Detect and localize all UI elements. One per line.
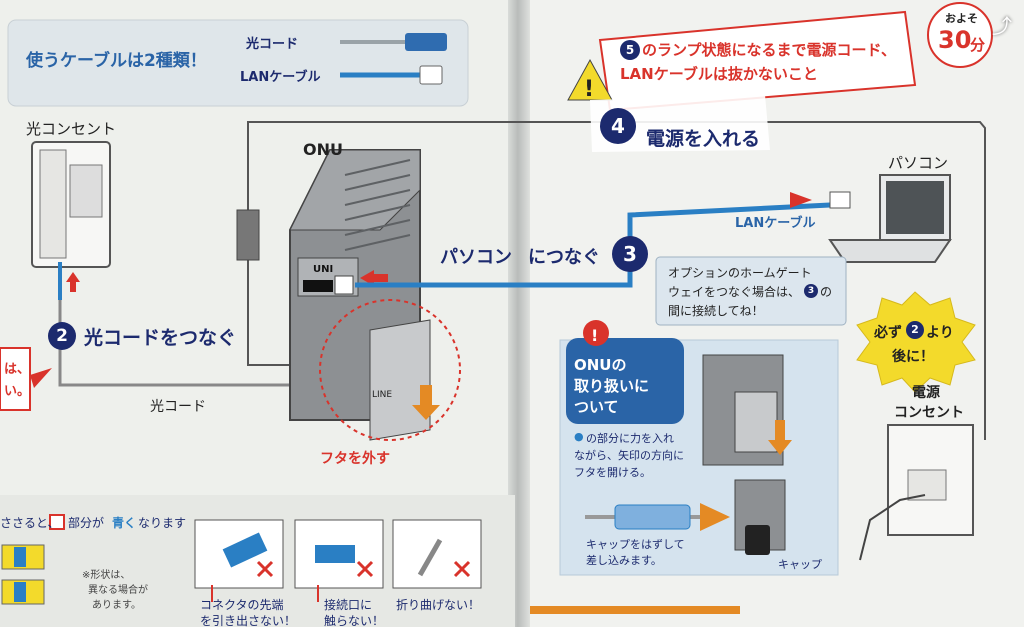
bottom-note-mid: 部分が bbox=[68, 516, 105, 530]
onu-handling-body-1: の部分に力を入れ bbox=[586, 432, 674, 445]
step3-number: 3 bbox=[612, 236, 648, 272]
shape-note-3: あります。 bbox=[92, 600, 141, 611]
left-note-line1: は、 bbox=[4, 362, 31, 377]
power-outlet-line2: コンセント bbox=[894, 405, 964, 421]
gateway-note-mid: の bbox=[820, 285, 833, 299]
svg-text:!: ! bbox=[591, 326, 598, 345]
step4-number: 4 bbox=[600, 108, 636, 144]
tip1-line2: を引き出さない！ bbox=[200, 614, 297, 627]
share-icon[interactable]: ⤴ bbox=[992, 14, 1012, 38]
onu-handling-title-2: 取り扱いに bbox=[574, 377, 650, 395]
tip1-line1: コネクタの先端 bbox=[200, 598, 284, 612]
step3-connect-pc: パソコン bbox=[440, 247, 512, 268]
onu-handling-title-1: ONUの bbox=[574, 356, 627, 374]
book-gutter bbox=[508, 0, 530, 627]
lan-label: LANケーブル bbox=[240, 70, 321, 85]
onu-label: ONU bbox=[303, 140, 343, 159]
starburst-line2: 後に！ bbox=[892, 349, 934, 365]
step3-connect-suffix: につなぐ bbox=[528, 247, 600, 268]
fiber-label: 光コード bbox=[246, 37, 299, 52]
time-badge-unit: 分 bbox=[970, 36, 986, 54]
onu-handling-body-2: ながら、矢印の方向に bbox=[574, 449, 684, 462]
power-outlet-line1: 電源 bbox=[912, 385, 940, 401]
starburst-line1: 必ず bbox=[874, 325, 902, 341]
line-label: LINE bbox=[372, 390, 393, 400]
outlet-label: 光コンセント bbox=[26, 120, 117, 138]
starburst-line1-suffix: より bbox=[926, 325, 954, 341]
cap-note-2: 差し込みます。 bbox=[586, 554, 662, 567]
gateway-note-line3: 間に接続してね！ bbox=[668, 304, 764, 318]
onu-handling-title-3: ついて bbox=[574, 398, 619, 416]
step2-number: 2 bbox=[48, 322, 76, 350]
shape-note-2: 異なる場合が bbox=[88, 585, 148, 596]
time-badge-value: 30 bbox=[938, 26, 972, 54]
warning-line1: のランプ状態になるまで電源コード、 bbox=[642, 41, 896, 59]
bottom-note-end: なります bbox=[138, 516, 187, 530]
step4-title: 電源を入れる bbox=[646, 128, 761, 150]
cap-note-1: キャップをはずして bbox=[586, 538, 685, 551]
gateway-note-number: 3 bbox=[804, 284, 818, 298]
tip2-line2: 触らない！ bbox=[324, 614, 385, 627]
left-note-line2: い。 bbox=[4, 384, 31, 399]
bottom-note-start: ささると、 bbox=[0, 516, 60, 530]
gateway-note-line1: オプションのホームゲート bbox=[668, 266, 812, 280]
bottom-note-blue: 青く bbox=[112, 516, 137, 530]
time-badge-prefix: およそ bbox=[945, 12, 978, 25]
fiber-caption: 光コード bbox=[150, 399, 206, 415]
tip2-line1: 接続口に bbox=[324, 598, 373, 612]
shape-note-1: ※形状は、 bbox=[82, 570, 131, 581]
remove-cover-label: フタを外す bbox=[320, 451, 390, 467]
gateway-note-line2: ウェイをつなぐ場合は、 bbox=[668, 285, 801, 299]
starburst-number: 2 bbox=[906, 321, 924, 339]
tip3-line1: 折り曲げない！ bbox=[396, 598, 481, 612]
warning-line2: LANケーブルは抜かないこと bbox=[620, 65, 818, 83]
cable-types-heading: 使うケーブルは2種類！ bbox=[26, 51, 207, 71]
svg-text:!: ! bbox=[584, 77, 594, 102]
step2-title: 光コードをつなぐ bbox=[84, 327, 237, 349]
blue-dot-icon: ● bbox=[574, 430, 584, 443]
lan-cable-label: LANケーブル bbox=[735, 216, 816, 231]
cap-label: キャップ bbox=[778, 558, 822, 571]
uni-label: UNI bbox=[313, 264, 334, 275]
onu-handling-body-3: フタを開ける。 bbox=[574, 466, 651, 479]
pc-label: パソコン bbox=[888, 154, 949, 172]
warning-number: 5 bbox=[620, 40, 640, 60]
